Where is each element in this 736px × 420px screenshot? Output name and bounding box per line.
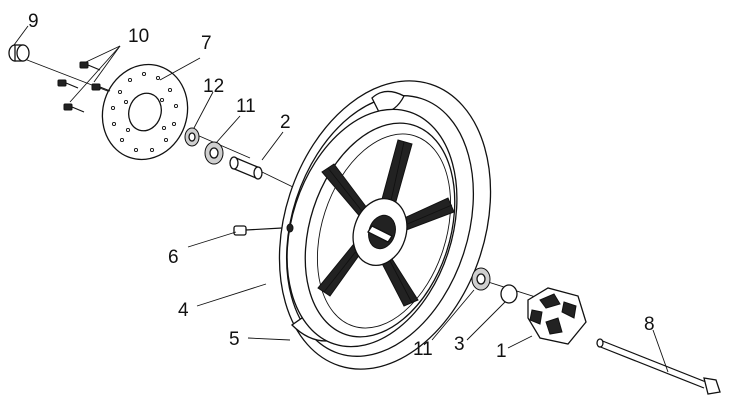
axle (596, 338, 721, 395)
callout-9: 9 (28, 11, 39, 32)
callout-11-upper: 11 (236, 96, 256, 117)
o-ring (500, 284, 518, 304)
leader-lines (13, 25, 669, 373)
callout-11-lower: 11 (413, 339, 433, 360)
callout-10: 10 (128, 26, 149, 47)
callout-1: 1 (496, 341, 507, 362)
callout-2: 2 (280, 112, 291, 133)
callout-3: 3 (454, 334, 465, 355)
damper-rubber (527, 287, 587, 345)
bearing-left (204, 141, 224, 165)
air-valve (233, 223, 294, 236)
callout-7: 7 (201, 33, 212, 54)
brake-disc (101, 63, 189, 161)
callout-6: 6 (168, 247, 179, 268)
callout-12: 12 (203, 76, 224, 97)
callout-5: 5 (229, 329, 240, 350)
disc-bolts (57, 61, 111, 113)
washer-hole (188, 132, 196, 142)
wheel-hub (352, 198, 408, 266)
callout-8: 8 (644, 314, 655, 335)
bearing-right (471, 267, 491, 291)
callout-4: 4 (178, 300, 189, 321)
axle-cap (8, 44, 30, 62)
spacer-tube (229, 156, 263, 180)
